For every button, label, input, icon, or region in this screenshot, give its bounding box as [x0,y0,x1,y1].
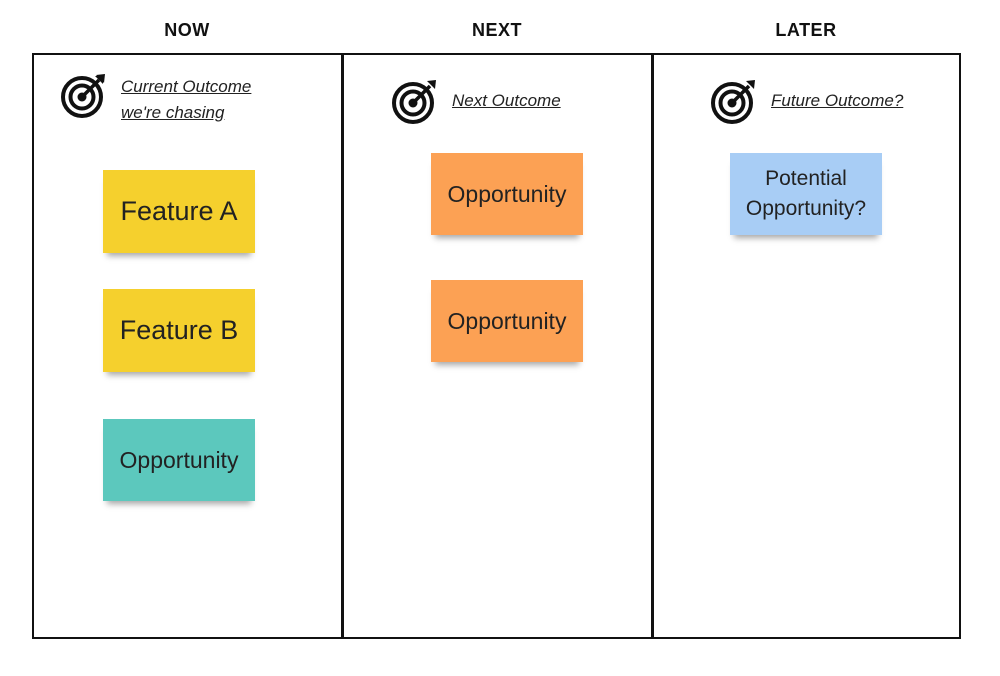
outcome-label-now: Current Outcome we're chasing [121,77,252,122]
outcome-now: Current Outcome we're chasing [61,72,251,126]
column-heading-next: NEXT [471,20,522,40]
target-icon [711,80,755,124]
sticky-note-text: Opportunity [447,307,567,334]
sticky-note-text: Feature A [120,196,238,226]
target-icon [392,80,436,124]
outcome-label-next: Next Outcome [452,91,561,110]
roadmap-board [32,53,961,639]
sticky-note-text: Potential Opportunity? [745,167,867,220]
outcome-next: Next Outcome [392,78,561,124]
column-heading-now: NOW [164,20,210,40]
outcome-label-later: Future Outcome? [771,91,904,110]
sticky-note-text: Opportunity [447,180,567,207]
column-divider [651,55,654,637]
sticky-note-feature-b[interactable]: Feature B [103,289,255,372]
column-divider [341,55,344,637]
column-heading-later: LATER [775,20,837,40]
sticky-note-text: Feature B [119,315,239,345]
target-icon [61,74,105,118]
sticky-note-text: Opportunity [119,446,239,473]
sticky-note-opportunity[interactable]: Opportunity [431,280,583,362]
sticky-note-opportunity[interactable]: Opportunity [431,153,583,235]
sticky-note-feature-a[interactable]: Feature A [103,170,255,253]
sticky-note-opportunity[interactable]: Opportunity [103,419,255,501]
sticky-note-potential-opportunity[interactable]: Potential Opportunity? [730,153,882,235]
outcome-later: Future Outcome? [711,78,903,124]
